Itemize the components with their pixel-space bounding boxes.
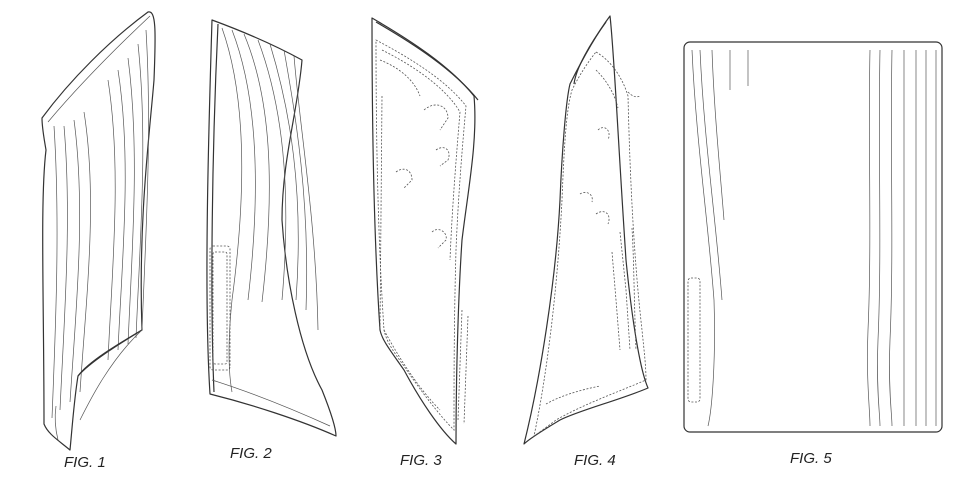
fig4-drawing xyxy=(523,15,649,445)
fig3-drawing xyxy=(371,17,479,445)
fig2-drawing xyxy=(206,19,337,437)
fig5-label: FIG. 5 xyxy=(790,450,832,467)
fig4-label: FIG. 4 xyxy=(574,452,616,469)
fig2-label: FIG. 2 xyxy=(230,445,272,462)
fig1-drawing xyxy=(41,11,156,451)
fig3-label: FIG. 3 xyxy=(400,452,442,469)
fig5-drawing xyxy=(683,41,943,433)
fig1-label: FIG. 1 xyxy=(64,454,106,471)
